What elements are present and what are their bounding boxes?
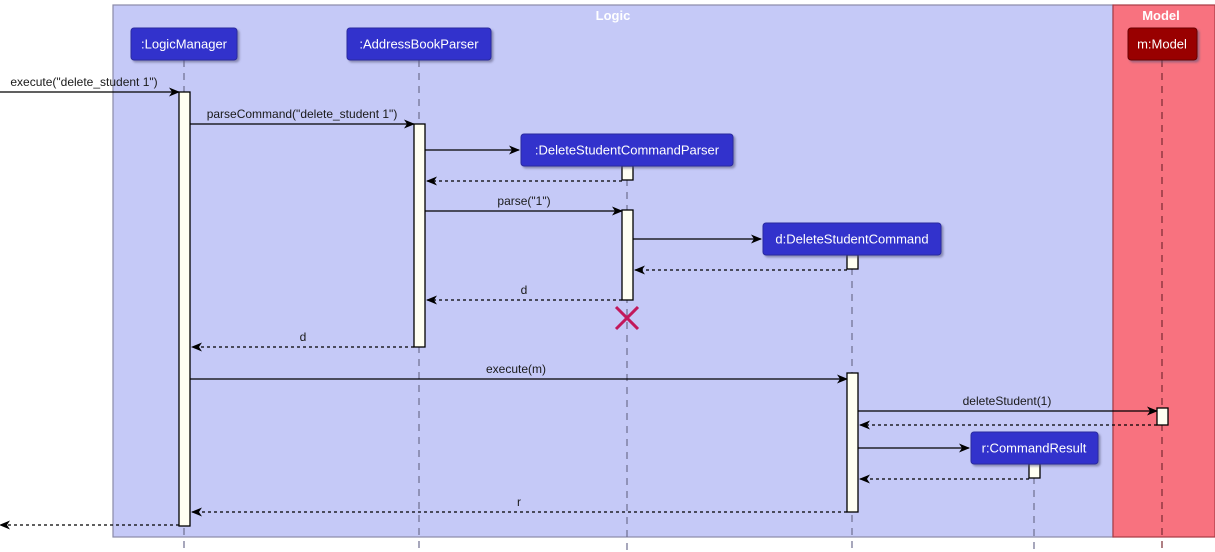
activations-layer [178,91,1169,527]
activation-deletestudentcommand-execute [846,372,859,513]
frame-model-title: Model [1142,8,1180,23]
frame-logic: Logic [112,4,1114,538]
activation-commandresult-create [1028,463,1041,479]
destroy-x-stroke-2 [614,305,640,331]
message-deletestudent: deleteStudent(1) [858,394,1158,416]
message-label: d [521,283,528,297]
destroy-marker-deletestudentcommandparser [614,305,640,331]
message-label: r [517,495,521,509]
participant-logicmanager[interactable]: :LogicManager [130,27,238,61]
message-parse: parse("1") [425,194,623,216]
message-parsecommand: parseCommand("delete_student 1") [190,107,415,129]
activation-deletestudentcommand-create [846,254,859,270]
message-label: parseCommand("delete_student 1") [207,107,398,121]
message-execute-m: execute(m) [190,362,848,384]
participant-label: :AddressBookParser [359,36,479,51]
participant-deletestudentcommand[interactable]: d:DeleteStudentCommand [762,222,942,256]
message-return-r: r [191,495,847,517]
participant-label: :DeleteStudentCommandParser [535,142,720,157]
destruction-layer [614,305,640,331]
activation-logicmanager [178,91,191,527]
participant-label: d:DeleteStudentCommand [775,231,928,246]
activation-model [1156,407,1169,426]
message-return-d-to-parser: d [426,283,622,305]
frame-logic-title: Logic [596,8,631,23]
message-label: parse("1") [497,194,550,208]
activation-deletestudentcommandparser-create [621,165,634,181]
activation-addressbookparser [413,123,426,348]
participant-deletestudentcommandparser[interactable]: :DeleteStudentCommandParser [520,133,734,167]
message-label: execute(m) [486,362,546,376]
participant-label: r:CommandResult [982,440,1087,455]
participant-label: :LogicManager [141,36,228,51]
participant-box[interactable] [346,27,492,61]
participant-label: m:Model [1137,36,1187,51]
frame-model-rect [1112,4,1215,538]
message-label: execute("delete_student 1") [10,75,157,89]
activation-deletestudentcommandparser-parse [621,209,634,301]
message-label: deleteStudent(1) [963,394,1052,408]
participant-commandresult[interactable]: r:CommandResult [970,431,1099,465]
message-return-d-to-logicmanager: d [191,330,414,352]
participant-model[interactable]: m:Model [1127,27,1198,61]
participant-addressbookparser[interactable]: :AddressBookParser [346,27,492,61]
participant-box[interactable] [130,27,238,61]
participant-box[interactable] [762,222,942,256]
messages-layer: execute("delete_student 1") parseCommand… [0,75,1158,530]
participant-box[interactable] [520,133,734,167]
participant-box[interactable] [1127,27,1198,61]
participant-box[interactable] [970,431,1099,465]
message-execute-delete-student: execute("delete_student 1") [0,75,180,97]
participants-layer: :LogicManager :AddressBookParser :Delete… [130,27,1198,465]
frames-layer: Logic Model [112,4,1215,538]
frame-model: Model [1112,4,1215,538]
frame-logic-rect [112,4,1114,538]
message-label: d [300,330,307,344]
